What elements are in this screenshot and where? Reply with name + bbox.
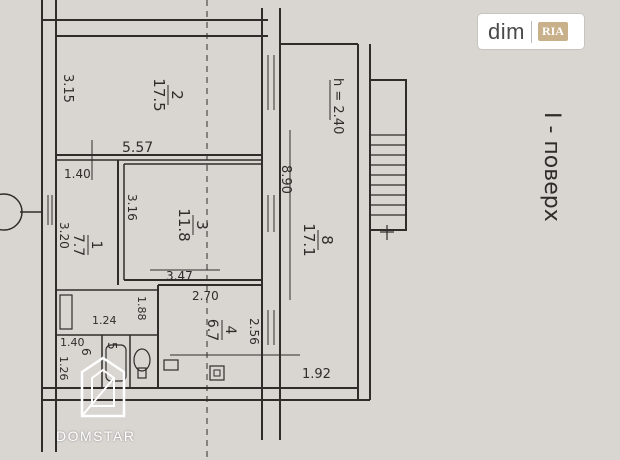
domstar-watermark: DOMSTAR <box>56 428 136 444</box>
dim-3-16: 3.16 <box>125 194 139 221</box>
dimension-lines <box>91 80 331 356</box>
room-5-number: 5 <box>105 342 119 350</box>
dim-1-40a: 1.40 <box>64 167 91 181</box>
interior-walls <box>56 154 262 388</box>
room-4-number: 4 <box>222 326 238 335</box>
room-3-number: 3 <box>193 220 211 230</box>
window-marks <box>47 55 275 345</box>
dim-1-88: 1.88 <box>135 296 148 321</box>
dim-2-56: 2.56 <box>247 318 261 345</box>
entrance-marker <box>0 193 23 231</box>
dim-3-47: 3.47 <box>166 269 193 283</box>
floor-label: I - поверх <box>539 112 564 222</box>
dim-2-70: 2.70 <box>192 289 219 303</box>
dim-1-40b: 1.40 <box>60 336 85 349</box>
room-labels: 2 17.5 3 11.8 8 17.1 1 7.7 4 6.7 5 6 <box>70 78 336 355</box>
bathroom-fixtures <box>59 294 225 382</box>
dim-8-90: 8.90 <box>278 165 293 194</box>
room-3-area: 11.8 <box>175 208 193 241</box>
dimria-word: dim <box>488 18 525 44</box>
dim-1-92: 1.92 <box>302 367 331 382</box>
dimria-watermark: dim RIA <box>478 14 584 49</box>
dim-5-57: 5.57 <box>122 140 153 156</box>
staircase <box>369 79 407 240</box>
room-6-number: 6 <box>79 348 93 356</box>
dim-1-24: 1.24 <box>92 314 117 327</box>
dim-1-26: 1.26 <box>57 356 70 381</box>
room-4-area: 6.7 <box>204 319 220 341</box>
domstar-logo-icon <box>80 356 126 418</box>
dim-3-20: 3.20 <box>57 222 71 249</box>
room-2-number: 2 <box>168 90 186 100</box>
dimria-badge: RIA <box>537 22 568 41</box>
room-1-number: 1 <box>88 241 104 250</box>
room-8-number: 8 <box>318 235 336 245</box>
dimria-separator <box>530 20 532 43</box>
dimension-labels: 3.15 5.57 1.40 3.16 8.90 h = 2.40 3.20 3… <box>57 74 345 382</box>
room-1-area: 7.7 <box>70 234 86 256</box>
room-2-area: 17.5 <box>150 78 168 111</box>
height-note: h = 2.40 <box>330 78 345 134</box>
dim-3-15: 3.15 <box>60 74 75 103</box>
room-8-area: 17.1 <box>300 223 318 256</box>
